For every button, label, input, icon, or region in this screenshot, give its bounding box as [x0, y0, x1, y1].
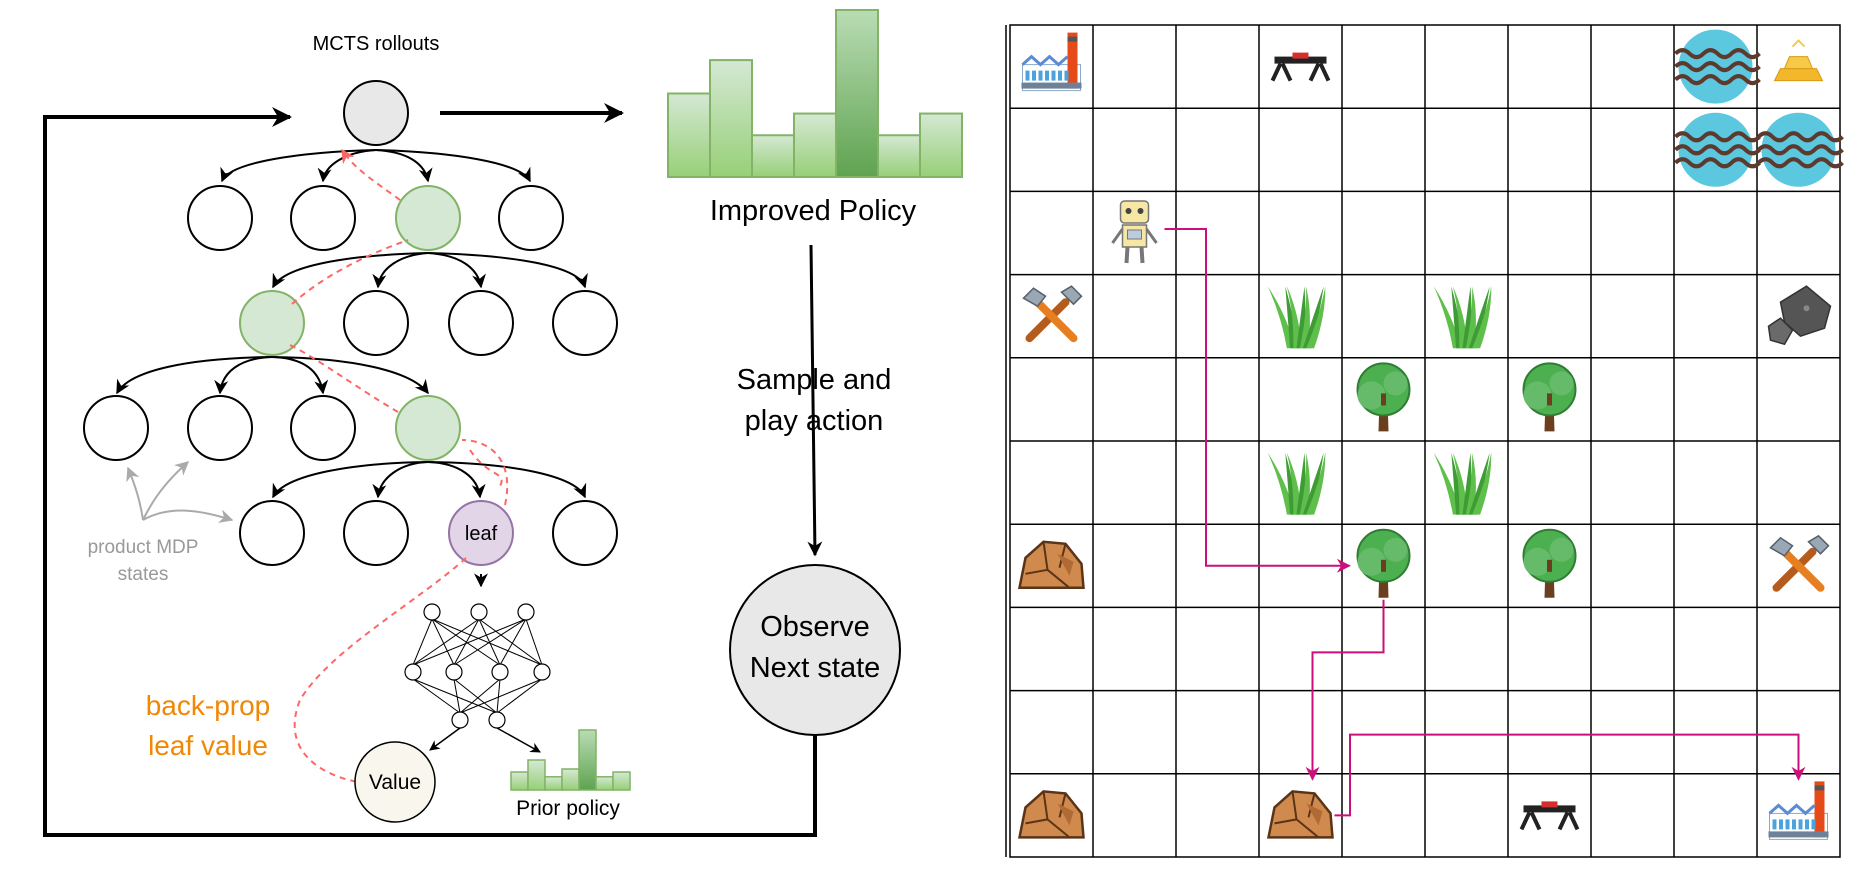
policy-bar [561, 768, 580, 791]
rock-icon [1017, 540, 1085, 590]
robot-icon [1111, 200, 1158, 264]
nn-neuron [491, 663, 509, 681]
tree-node [448, 290, 514, 356]
water-icon [1674, 29, 1761, 104]
policy-bar [709, 59, 753, 178]
policy-bar [612, 771, 631, 791]
policy-bar [578, 729, 597, 791]
grid-lines [1010, 25, 1840, 857]
value-node [354, 741, 436, 823]
tree-node [552, 290, 618, 356]
water-icon [1757, 112, 1844, 187]
product-mdp-label-line2: states [118, 564, 169, 585]
value-label: Value [369, 771, 421, 794]
rock-icon [1266, 790, 1334, 839]
observe-label: Observe [760, 611, 870, 643]
product-mdp-label: product MDP [88, 537, 199, 558]
neural-network [404, 603, 551, 753]
sample-action-label: Sample and [737, 364, 892, 396]
tree-node [343, 500, 409, 566]
rock-icon [1017, 790, 1085, 839]
prior-policy-histogram [510, 729, 631, 791]
policy-bar [751, 134, 795, 178]
toolshed-icon [1022, 285, 1083, 343]
tree-node [83, 395, 149, 461]
nn-neuron [404, 663, 422, 681]
policy-to-observe-arrow [807, 244, 823, 557]
factory-icon [1768, 781, 1829, 840]
sample-action-label-line2: play action [745, 405, 884, 437]
policy-bar [877, 134, 921, 178]
nn-neuron [517, 603, 535, 621]
policy-bar [510, 771, 529, 791]
nn-neuron [533, 663, 551, 681]
policy-bar [527, 759, 546, 791]
grid-world [1005, 24, 1844, 858]
observe-next-state-node [729, 564, 901, 736]
nn-neuron [470, 603, 488, 621]
tree-node [498, 185, 564, 251]
tree-node [187, 395, 253, 461]
leaf-node [448, 500, 514, 566]
nn-to-policy-arrow [496, 727, 541, 753]
nn-connections [412, 618, 543, 714]
tree-icon [1522, 528, 1577, 598]
nn-neuron [445, 663, 463, 681]
tree-node [187, 185, 253, 251]
workbench-icon [1270, 52, 1331, 82]
policy-bar [793, 112, 837, 178]
nn-neuron [488, 711, 506, 729]
grass-icon [1267, 452, 1326, 515]
nn-to-value-arrow [429, 727, 461, 751]
leaf-label: leaf [465, 523, 498, 545]
factory-icon [1021, 32, 1082, 92]
selected-tree-node [395, 395, 461, 461]
improved-policy-histogram [667, 9, 963, 178]
backprop-label-line2: leaf value [148, 730, 268, 761]
water-icon [1674, 112, 1761, 187]
observe-label-line2: Next state [750, 652, 881, 684]
tree-icon [1356, 362, 1411, 432]
grass-icon [1433, 452, 1492, 515]
improved-policy-label: Improved Policy [710, 195, 917, 227]
tree-node [343, 290, 409, 356]
policy-bar [667, 92, 711, 178]
policy-bar [835, 9, 879, 178]
agent-path [1164, 228, 1806, 817]
policy-bar [919, 112, 963, 178]
root-node [343, 80, 409, 146]
tree-icon [1356, 528, 1411, 598]
tree-node [239, 500, 305, 566]
mdp-pointer-arrows [126, 461, 234, 523]
nn-neuron [451, 711, 469, 729]
mcts-panel: MCTS rollouts [43, 9, 963, 837]
toolshed-icon [1769, 534, 1830, 592]
nn-neuron [423, 603, 441, 621]
workbench-icon [1519, 801, 1580, 831]
tree-node [552, 500, 618, 566]
grass-icon [1433, 286, 1492, 349]
policy-bar [544, 776, 563, 791]
selected-tree-node [395, 185, 461, 251]
backprop-label: back-prop [146, 690, 271, 721]
tree-icon [1522, 362, 1577, 432]
tree-node [290, 185, 356, 251]
gold-icon [1773, 39, 1824, 82]
mcts-title: MCTS rollouts [313, 33, 440, 55]
tree-node [290, 395, 356, 461]
prior-policy-label: Prior policy [516, 797, 620, 820]
policy-bar [595, 776, 614, 791]
iron-icon [1767, 285, 1832, 346]
grass-icon [1267, 286, 1326, 349]
selected-tree-node [239, 290, 305, 356]
feedback-loop-line [43, 107, 817, 837]
selection-path [289, 148, 509, 783]
